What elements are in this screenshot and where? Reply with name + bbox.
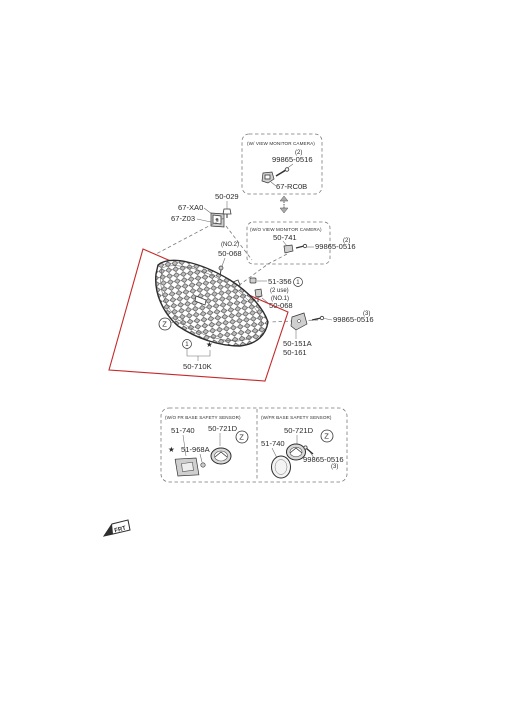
part-50-161-label: 50-161 bbox=[283, 348, 307, 357]
emblem-without-sensor-group: (W/O FR BASE SAFETY SENSOR) 51-740 50-72… bbox=[165, 415, 249, 477]
emblem-without-sensor-caption: (W/O FR BASE SAFETY SENSOR) bbox=[165, 415, 241, 420]
ref-circle-1-upper bbox=[293, 277, 303, 287]
front-grille-icon bbox=[155, 259, 269, 347]
camera-cover-icon bbox=[283, 243, 308, 254]
ref-circle-1-upper-text: 1 bbox=[296, 280, 300, 286]
left-part-51-740-label: 51-740 bbox=[171, 426, 195, 435]
part-50-151a-label: 50-151A bbox=[283, 339, 313, 348]
front-direction-label: FRT bbox=[114, 526, 127, 535]
bracket-screw-icon bbox=[311, 315, 325, 321]
part-50-741-label: 50-741 bbox=[273, 233, 297, 242]
right-screw-qty: (3) bbox=[331, 464, 338, 470]
right-z-mark bbox=[320, 429, 334, 443]
grille-bracket-leader bbox=[186, 349, 211, 361]
part-51-356-label: 51-356 bbox=[268, 277, 292, 286]
part-50-068-upper-label: 50-068 bbox=[218, 249, 242, 258]
side-bracket-icon bbox=[290, 312, 308, 331]
grille-star-mark: ★ bbox=[206, 340, 213, 349]
part-50-710k-label: 50-710K bbox=[183, 362, 212, 371]
no-camera-caption: (W/O VIEW MONITOR CAMERA) bbox=[250, 227, 322, 232]
clip-no1-icon bbox=[254, 288, 263, 302]
clip-50-029-icon bbox=[222, 208, 232, 218]
camera-screw-icon bbox=[275, 167, 290, 177]
left-51-740-leader bbox=[182, 434, 187, 457]
right-part-51-740-label: 51-740 bbox=[261, 439, 285, 448]
no-camera-screw-qty: (2) bbox=[343, 238, 350, 244]
camera-part-leader bbox=[270, 181, 277, 187]
camera-screw-part-number: 99865-0516 bbox=[272, 155, 313, 164]
camera-part-number: 67-RC0B bbox=[276, 182, 307, 191]
left-star-mark: ★ bbox=[168, 445, 175, 454]
front-grille-group: Z 1 ★ 50-710K bbox=[108, 248, 289, 382]
clip-group: (NO.2) 50-068 51-356 (2 use) 1 (NO.1) 50… bbox=[218, 242, 303, 310]
bracket-screw-qty: (3) bbox=[363, 311, 370, 317]
emblem-plate-icon bbox=[174, 457, 200, 477]
front-direction-icon: FRT bbox=[102, 519, 131, 537]
grille-z-mark-text: Z bbox=[162, 320, 167, 329]
clip-no1-label: (NO.1) bbox=[271, 296, 289, 302]
sensor-cover-icon bbox=[271, 455, 291, 479]
right-screw-part-number: 99865-0516 bbox=[303, 455, 344, 464]
bracket-group: (3) 99865-0516 50-151A 50-161 bbox=[283, 311, 374, 357]
camera-box-caption: (W/ VIEW MONITOR CAMERA) bbox=[247, 141, 315, 146]
emblem-clip-icon bbox=[200, 462, 206, 468]
part-67-xa0-label: 67-XA0 bbox=[178, 203, 203, 212]
emblem-with-sensor-caption: (W/FR BASE SAFETY SENSOR) bbox=[261, 415, 332, 420]
part-50-029-label: 50-029 bbox=[215, 192, 239, 201]
no-camera-group: (W/O VIEW MONITOR CAMERA) 50-741 (2) 998… bbox=[246, 221, 356, 265]
part-51-356-uses: (2 use) bbox=[270, 288, 289, 294]
part-67-z03-label: 67-Z03 bbox=[171, 214, 195, 223]
view-monitor-camera-group: (W/ VIEW MONITOR CAMERA) (2) 99865-0516 … bbox=[241, 133, 323, 195]
view-monitor-camera-icon bbox=[261, 171, 275, 184]
part-67-z03-leader bbox=[196, 218, 212, 223]
option-swap-arrow-icon bbox=[279, 195, 289, 214]
camera-option-box bbox=[241, 133, 323, 195]
sensor-emblem-icon bbox=[286, 443, 306, 461]
left-z-mark-text: Z bbox=[239, 433, 244, 442]
camera-screw-qty: (2) bbox=[295, 150, 302, 156]
right-z-mark-text: Z bbox=[324, 432, 329, 441]
ref-circle-1-grille-text: 1 bbox=[185, 342, 189, 348]
part-50-068-upper-leader bbox=[221, 257, 226, 267]
right-part-50-721d-label: 50-721D bbox=[284, 426, 314, 435]
emblem-badge-icon bbox=[210, 447, 232, 465]
sensor-bracket-group: 50-029 67-XA0 67-Z03 bbox=[171, 192, 239, 228]
grille-z-leader bbox=[170, 318, 185, 324]
no-camera-screw-part-number: 99865-0516 bbox=[315, 242, 356, 251]
left-part-51-968a-label: 51-968A bbox=[181, 445, 211, 454]
right-51-740-leader bbox=[271, 447, 278, 459]
part-50-068-lower-label: 50-068 bbox=[269, 301, 293, 310]
part-50-068-lower-leader bbox=[261, 297, 269, 304]
ref-circle-1-grille bbox=[182, 339, 192, 349]
radar-sensor-icon bbox=[210, 212, 225, 228]
left-part-50-721d-label: 50-721D bbox=[208, 424, 238, 433]
sensor-screw-icon bbox=[303, 445, 314, 455]
part-50-741-leader bbox=[282, 240, 288, 247]
grommet-51-356-icon bbox=[249, 277, 257, 284]
bracket-screw-part-number: 99865-0516 bbox=[333, 315, 374, 324]
emblem-with-sensor-group: (W/FR BASE SAFETY SENSOR) 50-721D Z 51-7… bbox=[261, 415, 344, 479]
left-51-968a-leader bbox=[199, 453, 203, 463]
clip-no2-label: (NO.2) bbox=[221, 242, 239, 248]
grille-z-mark bbox=[158, 317, 172, 331]
emblem-options-box bbox=[160, 407, 348, 483]
left-z-mark bbox=[235, 430, 249, 444]
right-screw-leader bbox=[309, 451, 315, 459]
